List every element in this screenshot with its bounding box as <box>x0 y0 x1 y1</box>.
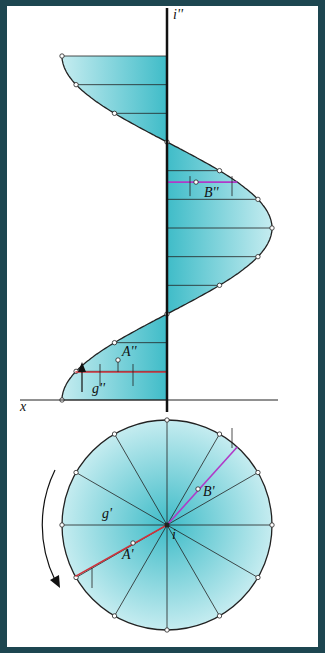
point-label: A' <box>122 548 134 562</box>
generator-b <box>167 447 237 525</box>
axis-line <box>166 8 169 412</box>
circle-point <box>112 432 116 436</box>
point-b <box>194 180 198 184</box>
generator-line <box>167 285 220 286</box>
radial-line <box>115 525 168 616</box>
generator-a <box>75 371 167 373</box>
base-circle <box>62 420 272 630</box>
radial-line <box>167 525 258 578</box>
radial-line <box>76 473 167 526</box>
circle-point <box>112 614 116 618</box>
point-label: B' <box>203 485 215 499</box>
circle-point <box>74 470 78 474</box>
helix-point <box>217 168 221 172</box>
generator-line <box>167 170 220 171</box>
point-a <box>131 541 135 545</box>
tick <box>190 176 191 196</box>
circle-point <box>256 470 260 474</box>
helix-point <box>112 111 116 115</box>
helix-point <box>112 340 116 344</box>
generator-line <box>115 342 168 343</box>
generator-label: g'' <box>92 382 105 396</box>
axis-label: x <box>20 400 26 414</box>
circle-point <box>270 523 274 527</box>
helix-point <box>217 283 221 287</box>
generator-label: g' <box>102 507 112 521</box>
circle-point <box>256 575 260 579</box>
axis-label: i <box>172 528 176 542</box>
point-label: A'' <box>122 345 137 359</box>
helix-point <box>256 197 260 201</box>
point-a <box>116 358 120 362</box>
circle-point <box>165 628 169 632</box>
radial-line <box>167 525 220 616</box>
radial-line <box>167 525 272 526</box>
helix-point <box>256 254 260 258</box>
generator-line <box>167 228 272 229</box>
top-projection <box>60 418 274 632</box>
circle-point <box>217 614 221 618</box>
point-b <box>196 487 200 491</box>
radial-line <box>115 434 168 525</box>
axis-label: i'' <box>173 8 183 22</box>
radial-line <box>62 525 167 526</box>
circle-point <box>60 523 64 527</box>
helix-point <box>270 226 274 230</box>
generator-line <box>76 84 167 85</box>
rotation-arrow <box>42 470 55 580</box>
tick <box>133 364 134 386</box>
generator-line <box>167 256 258 257</box>
x-axis <box>20 400 278 401</box>
tick <box>118 362 119 372</box>
generator-b <box>167 181 237 183</box>
generator-line <box>76 371 167 372</box>
helix-point <box>74 82 78 86</box>
generator-line <box>62 56 167 57</box>
radial-line <box>76 525 167 578</box>
circle-point <box>217 432 221 436</box>
radial-line <box>167 473 258 526</box>
generator-a <box>75 525 167 576</box>
arrow-head <box>78 362 86 372</box>
axis-point <box>165 523 170 528</box>
point-label: B'' <box>204 186 219 200</box>
tick <box>232 176 233 196</box>
tick <box>232 428 233 448</box>
radial-line <box>167 434 220 525</box>
radial-line <box>167 525 168 630</box>
circle-point <box>165 418 169 422</box>
radial-line <box>167 420 168 525</box>
arrow-head <box>50 575 60 588</box>
tick <box>92 568 93 588</box>
generator-line <box>115 113 168 114</box>
helix-point <box>60 54 64 58</box>
